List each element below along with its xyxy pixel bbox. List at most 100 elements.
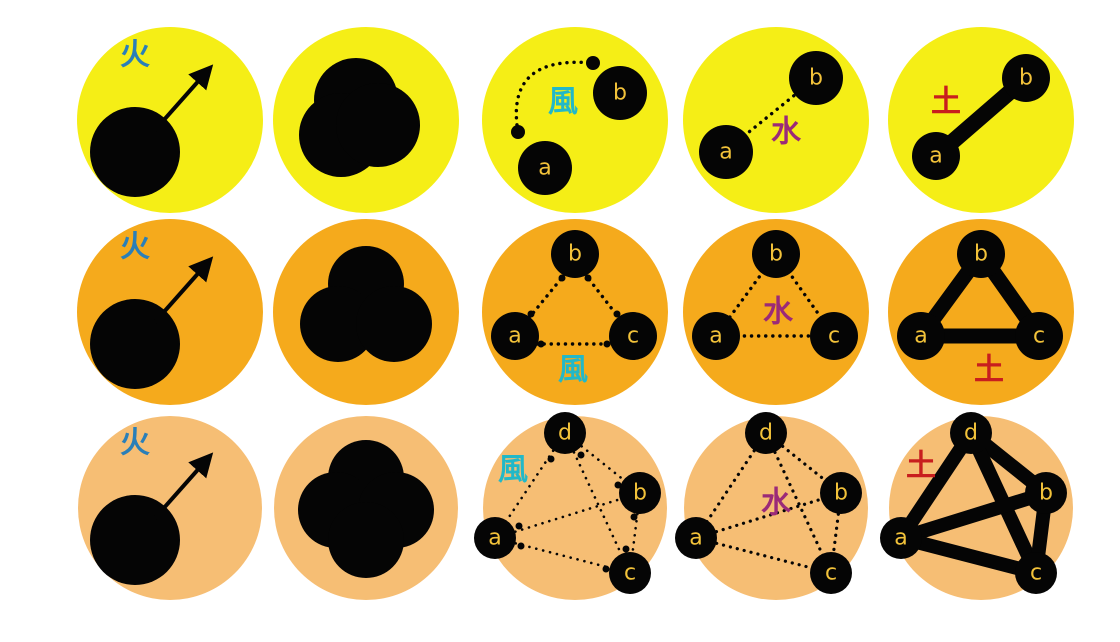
dotted-bond: [514, 60, 595, 134]
node-b: b: [619, 472, 661, 514]
node-d-label: d: [759, 421, 773, 446]
merged-lobe: [328, 502, 404, 578]
cell-merged-row3: [274, 416, 458, 600]
earth-glyph: 土: [906, 449, 936, 484]
bond-end-dot: [537, 340, 545, 348]
node-a-label: a: [508, 324, 521, 349]
direction-arrow: [153, 256, 214, 324]
node-c: c: [1015, 312, 1063, 360]
bond-end-dot: [584, 274, 592, 282]
panel-circle: [483, 416, 667, 600]
fire-glyph: 火: [120, 38, 150, 73]
node-b-label: b: [769, 242, 783, 267]
bond-end-dot: [622, 545, 630, 553]
dotted-bond: [742, 92, 798, 138]
node-d-disc: [745, 412, 787, 454]
node-a-label: a: [538, 156, 551, 181]
node-d-label: d: [558, 421, 572, 446]
node-b: b: [752, 230, 800, 278]
node-d-disc: [950, 412, 992, 454]
node-d: d: [745, 412, 787, 454]
solid-bond: [894, 426, 978, 545]
node-c: c: [810, 312, 858, 360]
node-b-disc: [1002, 54, 1050, 102]
node-a: a: [675, 517, 717, 559]
node-b-disc: [1025, 472, 1067, 514]
water-glyph: 水: [761, 486, 792, 521]
particle-disc: [90, 299, 180, 389]
node-a-disc: [897, 312, 945, 360]
node-b: b: [789, 51, 843, 105]
node-c-label: c: [828, 324, 840, 349]
bond-end-dot: [517, 542, 525, 550]
node-c-disc: [609, 312, 657, 360]
node-b: b: [593, 66, 647, 120]
panel-circle: [482, 219, 668, 405]
node-b: b: [957, 230, 1005, 278]
dotted-bond: [764, 431, 833, 575]
panel-circle: [683, 219, 869, 405]
cell-merged-row2: [273, 219, 459, 405]
node-c-disc: [1015, 552, 1057, 594]
bond-end-dot: [547, 455, 555, 463]
node-a-label: a: [709, 324, 722, 349]
node-a-disc: [474, 517, 516, 559]
bond-end-dot: [511, 125, 525, 139]
node-d-disc: [544, 412, 586, 454]
node-a-disc: [675, 517, 717, 559]
merged-lobe: [356, 286, 432, 362]
fire-glyph: 火: [120, 426, 150, 461]
node-c-label: c: [624, 561, 636, 586]
node-a-label: a: [689, 526, 702, 551]
node-d: d: [950, 412, 992, 454]
bond-end-dot: [602, 565, 610, 573]
merged-lobe: [300, 286, 376, 362]
node-b-disc: [593, 66, 647, 120]
node-c-label: c: [825, 561, 837, 586]
node-a-disc: [491, 312, 539, 360]
node-a-disc: [880, 517, 922, 559]
node-c-label: c: [1033, 324, 1045, 349]
merged-lobe: [336, 83, 420, 167]
node-b-label: b: [974, 242, 988, 267]
node-b-label: b: [633, 481, 647, 506]
dotted-bond: [694, 536, 833, 575]
bond-end-dot: [603, 340, 611, 348]
dotted-bond: [583, 272, 621, 320]
node-b-label: b: [834, 481, 848, 506]
node-a: a: [491, 312, 539, 360]
cell-water-row1: ab水: [683, 27, 869, 213]
node-b: b: [1002, 54, 1050, 102]
node-b: b: [820, 472, 862, 514]
node-b-disc: [957, 230, 1005, 278]
dotted-bond: [694, 431, 768, 540]
direction-arrow: [153, 64, 214, 132]
cell-wind-row1: ab風: [482, 27, 668, 213]
cell-fire-row3: 火: [78, 416, 262, 600]
dotted-bond: [527, 272, 567, 320]
solid-bond: [894, 531, 1043, 580]
direction-arrow: [153, 452, 214, 520]
node-a-label: a: [719, 140, 732, 165]
earth-glyph: 土: [974, 353, 1004, 388]
node-c: c: [609, 312, 657, 360]
node-c-disc: [810, 552, 852, 594]
node-a: a: [518, 141, 572, 195]
bond-end-dot: [613, 310, 621, 318]
cell-earth-row1: ab土: [888, 27, 1074, 213]
particle-disc: [90, 107, 180, 197]
panel-circle: [482, 27, 668, 213]
dotted-bond: [493, 431, 567, 540]
fire-glyph: 火: [120, 230, 150, 265]
node-a: a: [699, 125, 753, 179]
node-a-disc: [912, 132, 960, 180]
node-a: a: [692, 312, 740, 360]
dotted-bond: [493, 536, 632, 575]
dotted-bond: [694, 491, 843, 540]
node-b-disc: [551, 230, 599, 278]
